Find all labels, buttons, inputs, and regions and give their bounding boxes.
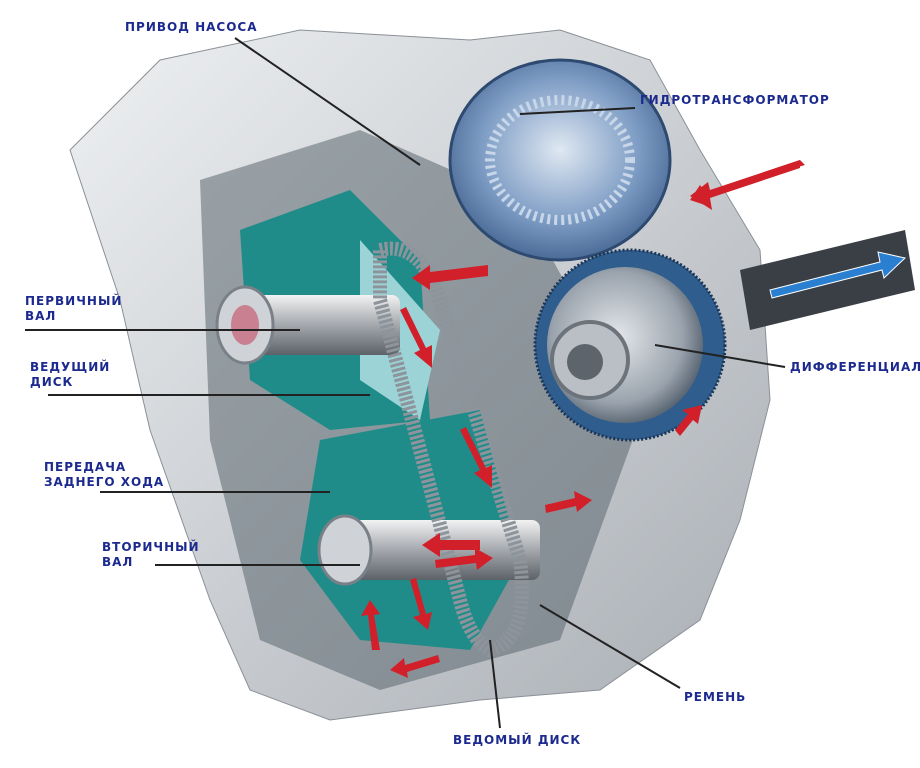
label-belt: РЕМЕНЬ	[684, 690, 747, 704]
flow-arrows-red	[361, 160, 805, 678]
label-secondary-shaft: ВТОРИЧНЫЙ ВАЛ	[102, 540, 200, 569]
belt-shape	[373, 241, 529, 658]
label-primary-shaft: ПЕРВИЧНЫЙ ВАЛ	[25, 294, 123, 323]
label-driven-pulley: ВЕДОМЫЙ ДИСК	[453, 733, 582, 747]
torque-converter-shape	[448, 58, 672, 262]
label-torque-converter: ГИДРОТРАНСФОРМАТОР	[640, 93, 830, 107]
label-differential: ДИФФЕРЕНЦИАЛ	[790, 360, 920, 374]
label-drive-pulley: ВЕДУЩИЙ ДИСК	[30, 360, 111, 389]
label-reverse-gear: ПЕРЕДАЧА ЗАДНЕГО ХОДА	[44, 460, 165, 489]
label-pump-drive: ПРИВОД НАСОСА	[125, 20, 258, 34]
leader-lines	[25, 37, 786, 729]
flow-arrow-blue	[769, 251, 907, 299]
